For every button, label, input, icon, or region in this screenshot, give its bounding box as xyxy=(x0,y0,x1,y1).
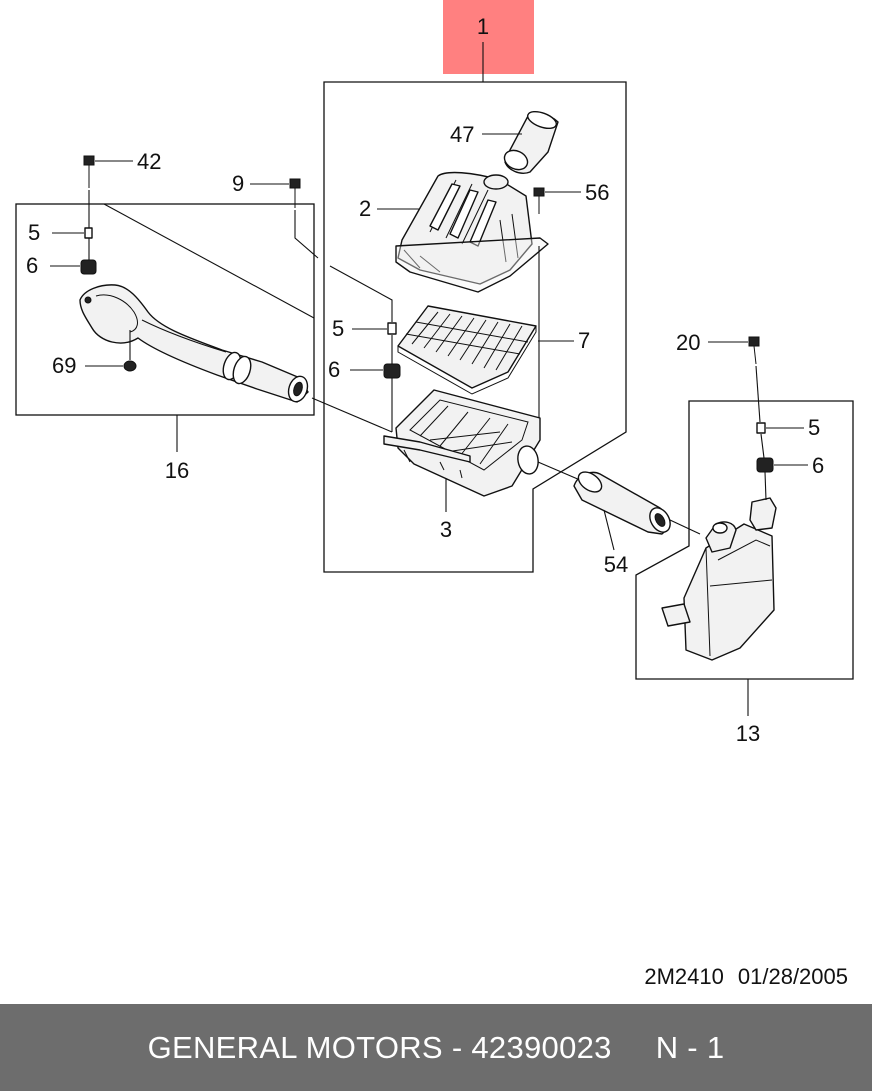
callout-13[interactable]: 13 xyxy=(736,721,760,746)
bolt-9-part xyxy=(289,178,301,208)
nut-69-part xyxy=(123,360,137,372)
parts-diagram: 1 42 5 6 69 16 xyxy=(15,0,854,746)
callout-1-highlight[interactable] xyxy=(443,0,534,74)
callout-20[interactable]: 20 xyxy=(676,330,700,355)
group-box-16 xyxy=(15,203,315,416)
callout-7[interactable]: 7 xyxy=(578,328,590,353)
callout-56[interactable]: 56 xyxy=(585,180,609,205)
sleeve-5c-part xyxy=(756,422,766,434)
footer-bar: GENERAL MOTORS - 42390023 N - 1 xyxy=(0,1004,872,1091)
footer-part-number: 42390023 xyxy=(471,1029,612,1065)
grommet-6a-part xyxy=(80,259,97,275)
filter-element-7-part xyxy=(397,305,537,395)
sleeve-5b-part xyxy=(387,322,397,335)
bolt-20-part xyxy=(748,336,760,365)
callout-54[interactable]: 54 xyxy=(604,552,628,577)
callout-5c[interactable]: 5 xyxy=(808,415,820,440)
callout-1[interactable]: 1 xyxy=(477,14,489,39)
drawing-code: 2M2410 xyxy=(644,964,724,989)
resonator-13-part xyxy=(661,497,777,661)
callout-6c[interactable]: 6 xyxy=(812,453,824,478)
footer-separator: - xyxy=(451,1029,463,1065)
callout-9[interactable]: 9 xyxy=(232,171,244,196)
callout-5b[interactable]: 5 xyxy=(332,316,344,341)
resonator-47-part xyxy=(503,110,559,174)
callout-3[interactable]: 3 xyxy=(440,517,452,542)
air-cleaner-housing-part xyxy=(383,389,541,497)
callout-5a[interactable]: 5 xyxy=(28,220,40,245)
callout-16[interactable]: 16 xyxy=(165,458,189,483)
air-cleaner-cover-part xyxy=(395,171,549,293)
air-intake-duct-part xyxy=(79,284,309,403)
group-box-13 xyxy=(635,400,854,680)
footer-brand: GENERAL MOTORS xyxy=(147,1029,443,1065)
hose-54-part xyxy=(573,471,671,535)
callout-69[interactable]: 69 xyxy=(52,353,76,378)
callout-42[interactable]: 42 xyxy=(137,149,161,174)
callout-6a[interactable]: 6 xyxy=(26,253,38,278)
drawing-date: 01/28/2005 xyxy=(737,964,848,989)
callout-6b[interactable]: 6 xyxy=(328,357,340,382)
callout-2[interactable]: 2 xyxy=(359,196,371,221)
bolt-56-part xyxy=(533,187,545,214)
group-box-1 xyxy=(323,81,627,573)
sleeve-5a-part xyxy=(84,227,93,239)
drawing-reference: 2M2410 01/28/2005 xyxy=(0,964,848,990)
grommet-6b-part xyxy=(383,363,401,379)
callout-47[interactable]: 47 xyxy=(450,122,474,147)
grommet-6c-part xyxy=(756,457,774,473)
bolt-42-part xyxy=(83,155,95,188)
footer-quantity: N - 1 xyxy=(655,1029,725,1065)
